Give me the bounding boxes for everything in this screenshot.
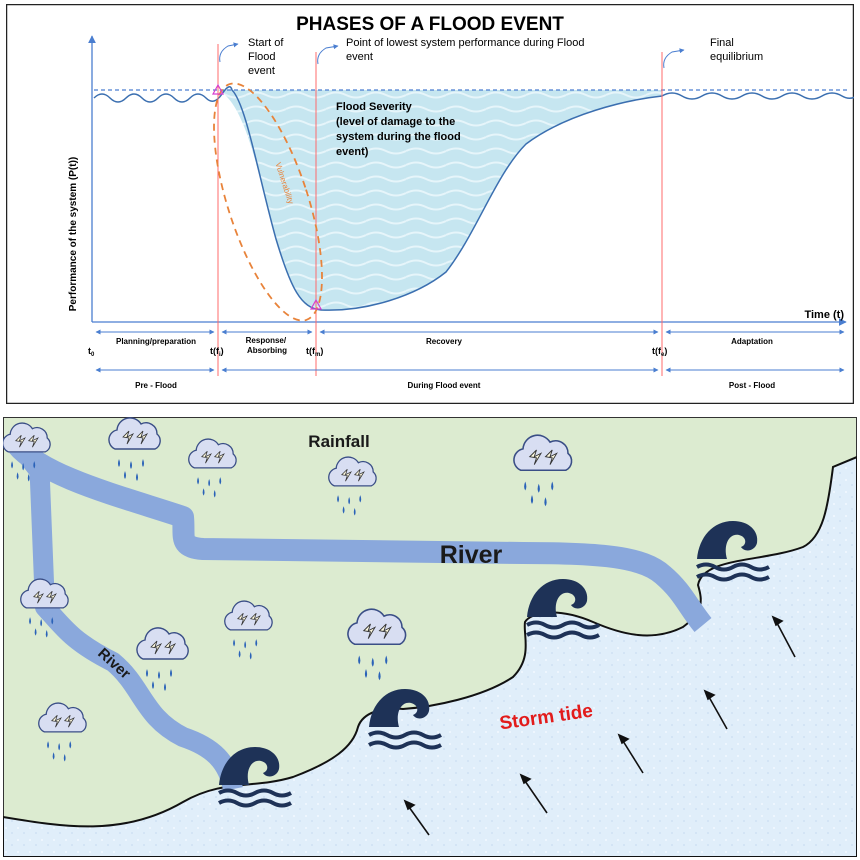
time-mark-tfm: t(fm)	[306, 346, 323, 358]
period-during-label: During Flood event	[408, 381, 481, 390]
callout-lowest: Point of lowest system performance durin…	[346, 37, 588, 63]
vulnerability-ellipse	[213, 82, 323, 322]
start-point-marker	[211, 83, 225, 95]
phase-adaptation-label: Adaptation	[731, 337, 773, 346]
period-pre-label: Pre - Flood	[135, 381, 177, 390]
phase-recovery-label: Recovery	[426, 337, 463, 346]
river-branch-left	[29, 456, 243, 792]
callout-arrow-final	[663, 48, 685, 69]
rainfall-label: Rainfall	[308, 432, 369, 451]
callout-arrow-start	[219, 42, 239, 63]
tide-arrows	[403, 615, 796, 836]
flood-sources-map: River River Rainfall Storm tide	[3, 417, 857, 857]
river-main	[8, 437, 712, 633]
callout-start: Start of Flood event	[248, 37, 287, 77]
period-post-label: Post - Flood	[729, 381, 775, 390]
diagram-title: PHASES OF A FLOOD EVENT	[296, 14, 564, 35]
y-axis-label: Performance of the system (P(t))	[68, 157, 79, 311]
performance-curve	[93, 86, 854, 311]
x-axis-label: Time (t)	[804, 309, 844, 321]
flood-severity-area	[218, 90, 662, 311]
time-mark-t0: t0	[88, 346, 95, 358]
phase-response-label: Response/ Absorbing	[246, 336, 289, 355]
callout-final: Final equilibrium	[710, 37, 763, 63]
flood-phases-diagram: PHASES OF A FLOOD EVENT Performance of t…	[6, 4, 854, 404]
river-branch-top	[11, 442, 49, 486]
flood-severity-label: Flood Severity (level of damage to the s…	[336, 101, 464, 158]
river-main-label: River	[440, 541, 503, 569]
lowest-point-marker	[309, 298, 323, 310]
callout-arrow-lowest	[317, 44, 339, 65]
time-mark-tfi: t(fi)	[210, 346, 224, 358]
phase-planning-label: Planning/preparation	[116, 337, 196, 346]
time-mark-tfe: t(fe)	[652, 346, 667, 358]
